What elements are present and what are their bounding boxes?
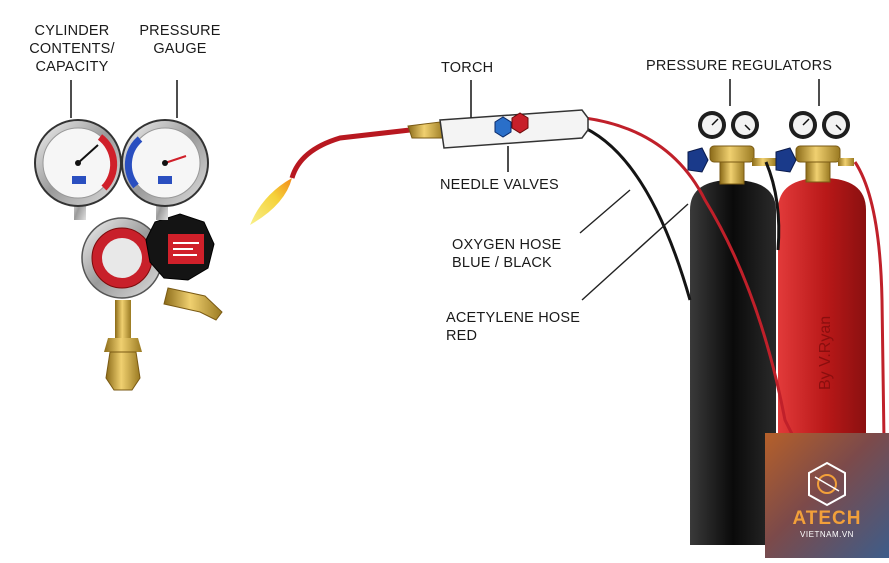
label-needle-valves: NEEDLE VALVES bbox=[440, 177, 559, 193]
logo-name: ATECH bbox=[792, 508, 862, 529]
needle-valve-blue bbox=[494, 116, 512, 138]
label-acetylene-hose: ACETYLENE HOSE RED bbox=[446, 310, 581, 344]
oxygen-cylinder bbox=[690, 180, 776, 545]
leader-acetylene-hose bbox=[581, 203, 689, 301]
label-pressure-regulators: PRESSURE REGULATORS bbox=[646, 58, 833, 74]
regulator-body-center bbox=[102, 238, 142, 278]
logo-emblem-icon bbox=[808, 461, 846, 507]
torch-brass-fitting bbox=[407, 121, 445, 139]
acetylene-hose-right bbox=[853, 161, 886, 441]
needle-valve-red bbox=[511, 112, 529, 134]
inlet-stem bbox=[115, 300, 131, 340]
torch bbox=[250, 109, 589, 225]
logo-sub: VIETNAM.VN bbox=[800, 530, 854, 539]
acetylene-regulator bbox=[775, 111, 854, 183]
acetylene-hose bbox=[584, 116, 797, 441]
leader-oxygen-hose bbox=[579, 189, 631, 234]
regulator-detail bbox=[34, 119, 223, 391]
pressure-needle bbox=[164, 155, 187, 164]
label-pressure-gauge: PRESSURE GAUGE bbox=[139, 23, 221, 57]
label-cylinder-contents: CYLINDER CONTENTS/ CAPACITY bbox=[29, 23, 115, 75]
oxygen-hose bbox=[584, 126, 692, 301]
contents-needle bbox=[77, 144, 99, 164]
oxygen-regulator bbox=[687, 111, 776, 185]
inlet-nut bbox=[105, 351, 141, 391]
torch-nozzle bbox=[289, 127, 411, 179]
oxygen-hose-right bbox=[764, 161, 781, 251]
contents-red-arc bbox=[97, 134, 118, 191]
contents-gauge bbox=[34, 119, 122, 207]
atech-logo: ATECH VIETNAM.VN bbox=[765, 433, 889, 558]
label-torch: TORCH bbox=[441, 60, 494, 76]
pressure-gauge bbox=[121, 119, 209, 207]
outlet-fitting bbox=[163, 287, 223, 321]
label-oxygen-hose: OXYGEN HOSE BLUE / BLACK bbox=[452, 237, 562, 271]
inlet-collar bbox=[104, 338, 142, 352]
flame bbox=[250, 178, 292, 225]
cylinder-text: By V.Ryan bbox=[817, 316, 834, 390]
pressure-blue-arc bbox=[124, 136, 143, 189]
